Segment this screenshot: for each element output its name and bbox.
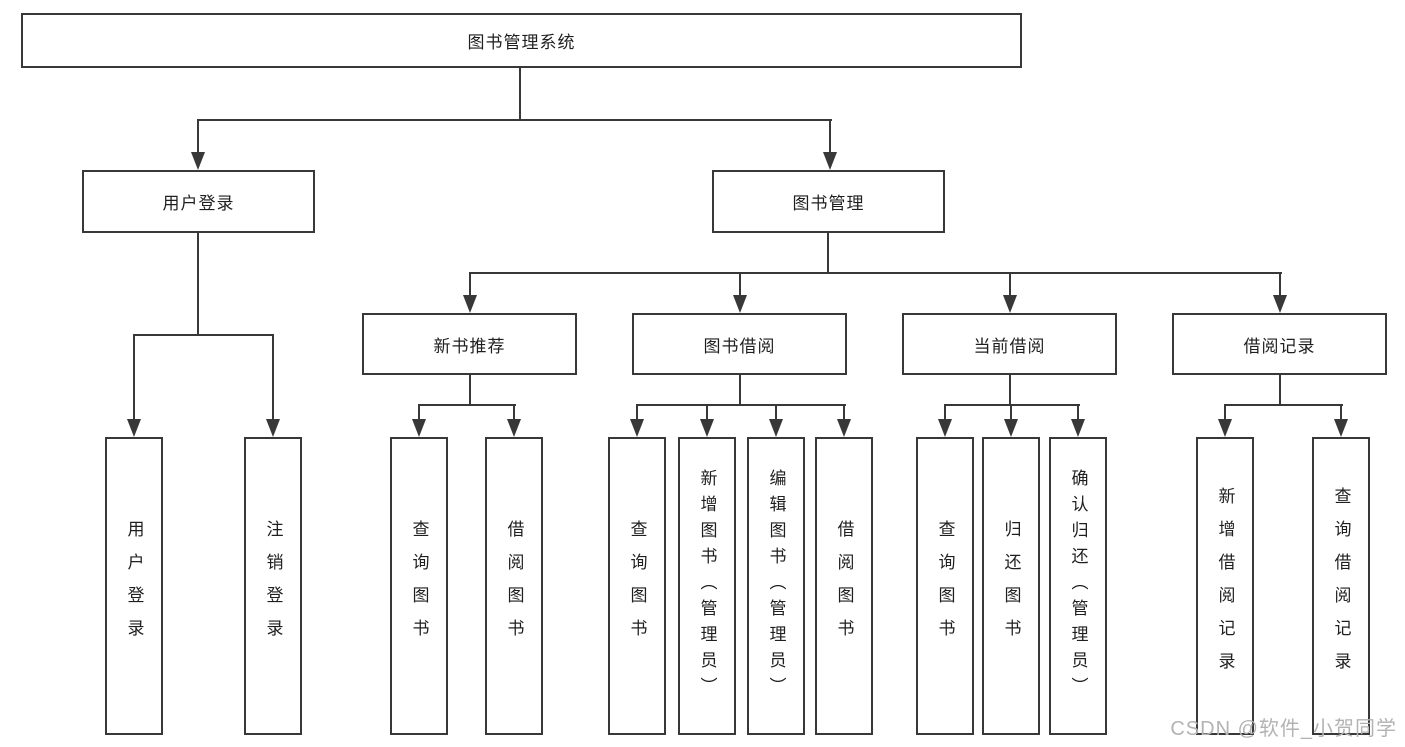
leaf-confirm-return-admin-label: 确认归还（管理员）	[1068, 469, 1088, 703]
connector-drop-borrow-books-recommend	[513, 404, 515, 422]
leaf-query-books-recommend: 查询图书	[390, 437, 448, 735]
connector-records-stem	[1279, 375, 1281, 406]
arrowhead-borrow-books-recommend-icon	[507, 419, 521, 437]
arrowhead-current-borrowing-icon	[1003, 295, 1017, 313]
leaf-borrow-books-borrowing-label: 借阅图书	[834, 520, 854, 652]
leaf-query-borrow-record: 查询借阅记录	[1312, 437, 1370, 735]
arrowhead-borrow-books-borrowing-icon	[837, 419, 851, 437]
connector-drop-query-borrow-record	[1340, 404, 1342, 422]
leaf-logout: 注销登录	[244, 437, 302, 735]
node-new-book-recommendation: 新书推荐	[362, 313, 577, 375]
arrowhead-leaf-logout-icon	[266, 419, 280, 437]
connector-drop-borrowing-records	[1279, 272, 1281, 298]
node-book-management: 图书管理	[712, 170, 945, 233]
node-user-login: 用户登录	[82, 170, 315, 233]
arrowhead-book-borrowing-icon	[733, 295, 747, 313]
arrowhead-add-borrow-record-icon	[1218, 419, 1232, 437]
arrowhead-new-book-recommendation-icon	[463, 295, 477, 313]
leaf-borrow-books-recommend: 借阅图书	[485, 437, 543, 735]
connector-borrowing-stem	[739, 375, 741, 406]
connector-drop-query-books-recommend	[418, 404, 420, 422]
root-node-library-system: 图书管理系统	[21, 13, 1022, 68]
connector-recommend-rail	[418, 404, 516, 406]
leaf-query-books-current: 查询图书	[916, 437, 974, 735]
connector-drop-leaf-logout	[272, 334, 274, 422]
arrowhead-book-management-icon	[823, 152, 837, 170]
connector-drop-borrow-books-borrowing	[843, 404, 845, 422]
leaf-edit-books-admin: 编辑图书（管理员）	[747, 437, 805, 735]
node-book-borrowing-label: 图书借阅	[703, 336, 776, 356]
connector-drop-query-books-current	[944, 404, 946, 422]
leaf-add-borrow-record-label: 新增借阅记录	[1215, 487, 1235, 685]
watermark: CSDN @软件_小贺同学	[1170, 718, 1397, 740]
root-node-label: 图书管理系统	[467, 33, 576, 52]
connector-root-rail	[197, 119, 832, 121]
node-user-login-label: 用户登录	[162, 194, 235, 213]
node-borrowing-records: 借阅记录	[1172, 313, 1387, 375]
node-new-book-recommendation-label: 新书推荐	[433, 336, 506, 356]
connector-user-login-stem	[197, 233, 199, 336]
leaf-add-books-admin: 新增图书（管理员）	[678, 437, 736, 735]
connector-drop-leaf-user-login	[133, 334, 135, 422]
arrowhead-leaf-user-login-icon	[127, 419, 141, 437]
leaf-return-books-label: 归还图书	[1001, 520, 1021, 652]
arrowhead-edit-books-admin-icon	[769, 419, 783, 437]
arrowhead-query-books-current-icon	[938, 419, 952, 437]
connector-recommend-stem	[469, 375, 471, 406]
leaf-logout-label: 注销登录	[263, 520, 283, 652]
node-current-borrowing-label: 当前借阅	[973, 336, 1046, 356]
arrowhead-user-login-icon	[191, 152, 205, 170]
connector-current-stem	[1009, 375, 1011, 406]
leaf-add-books-admin-label: 新增图书（管理员）	[697, 469, 717, 703]
connector-drop-book-management	[829, 119, 831, 155]
node-current-borrowing: 当前借阅	[902, 313, 1117, 375]
connector-drop-add-books-admin	[706, 404, 708, 422]
node-borrowing-records-label: 借阅记录	[1243, 336, 1316, 356]
connector-records-rail	[1224, 404, 1343, 406]
leaf-user-login-label: 用户登录	[124, 520, 144, 652]
arrowhead-query-borrow-record-icon	[1334, 419, 1348, 437]
connector-drop-book-borrowing	[739, 272, 741, 298]
connector-root-stem	[519, 68, 521, 121]
connector-drop-confirm-return-admin	[1077, 404, 1079, 422]
connector-drop-query-books-borrowing	[636, 404, 638, 422]
connector-current-rail	[944, 404, 1080, 406]
connector-drop-current-borrowing	[1009, 272, 1011, 298]
leaf-query-borrow-record-label: 查询借阅记录	[1331, 487, 1351, 685]
leaf-query-books-borrowing-label: 查询图书	[627, 520, 647, 652]
leaf-query-books-borrowing: 查询图书	[608, 437, 666, 735]
connector-book-management-rail	[469, 272, 1282, 274]
leaf-borrow-books-borrowing: 借阅图书	[815, 437, 873, 735]
arrowhead-query-books-recommend-icon	[412, 419, 426, 437]
leaf-query-books-current-label: 查询图书	[935, 520, 955, 652]
leaf-borrow-books-recommend-label: 借阅图书	[504, 520, 524, 652]
leaf-query-books-recommend-label: 查询图书	[409, 520, 429, 652]
arrowhead-confirm-return-admin-icon	[1071, 419, 1085, 437]
leaf-add-borrow-record: 新增借阅记录	[1196, 437, 1254, 735]
leaf-user-login: 用户登录	[105, 437, 163, 735]
connector-book-management-stem	[827, 233, 829, 274]
arrowhead-borrowing-records-icon	[1273, 295, 1287, 313]
arrowhead-query-books-borrowing-icon	[630, 419, 644, 437]
connector-drop-new-book-recommendation	[469, 272, 471, 298]
arrowhead-add-books-admin-icon	[700, 419, 714, 437]
connector-drop-add-borrow-record	[1224, 404, 1226, 422]
arrowhead-return-books-icon	[1004, 419, 1018, 437]
node-book-borrowing: 图书借阅	[632, 313, 847, 375]
connector-drop-user-login	[197, 119, 199, 155]
leaf-edit-books-admin-label: 编辑图书（管理员）	[766, 469, 786, 703]
leaf-return-books: 归还图书	[982, 437, 1040, 735]
connector-drop-edit-books-admin	[775, 404, 777, 422]
leaf-confirm-return-admin: 确认归还（管理员）	[1049, 437, 1107, 735]
node-book-management-label: 图书管理	[792, 194, 865, 213]
connector-drop-return-books	[1010, 404, 1012, 422]
connector-borrowing-rail	[636, 404, 846, 406]
connector-user-login-rail	[133, 334, 274, 336]
